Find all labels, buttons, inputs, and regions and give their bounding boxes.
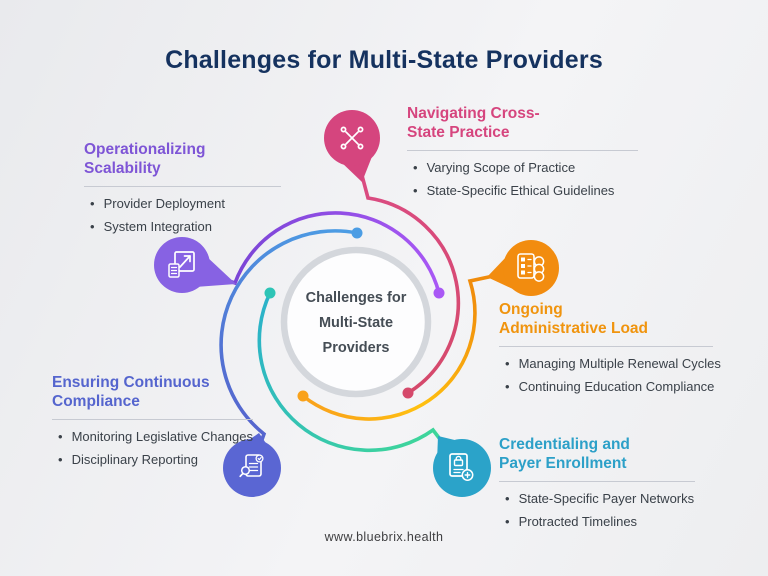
heading-line: Navigating Cross- (407, 105, 540, 122)
bullet-text: Protracted Timelines (518, 514, 638, 529)
document-search-icon (239, 454, 264, 478)
center-label-line: Challenges for (305, 290, 407, 306)
heading-divider (52, 419, 253, 420)
page-title: Challenges for Multi-State Providers (165, 46, 603, 74)
section-heading: Ensuring Continuous Compliance (52, 373, 253, 411)
heading-line: Administrative Load (499, 320, 648, 337)
heading-line: Payer Enrollment (499, 455, 627, 472)
heading-divider (407, 150, 638, 151)
heading-line: Credentialing and (499, 436, 630, 453)
section-admin-load: Ongoing Administrative Load Managing Mul… (499, 300, 721, 402)
bullet-item: Disciplinary Reporting (58, 452, 253, 467)
heading-line: Ongoing (499, 301, 563, 318)
bullet-text: Monitoring Legislative Changes (71, 429, 253, 444)
heading-line: Operationalizing (84, 141, 206, 158)
admin-load-end-dot (297, 390, 309, 402)
bullet-item: State-Specific Ethical Guidelines (413, 183, 638, 198)
document-add-icon (449, 453, 474, 481)
bullet-text: State-Specific Ethical Guidelines (426, 183, 615, 198)
admin-load-bubble (487, 240, 559, 296)
section-heading: Operationalizing Scalability (84, 140, 281, 178)
compliance-end-dot (351, 227, 363, 239)
bullet-text: State-Specific Payer Networks (518, 491, 695, 506)
section-heading: Credentialing and Payer Enrollment (499, 435, 695, 473)
network-spread-icon (340, 126, 364, 150)
bullet-item: Continuing Education Compliance (505, 379, 715, 394)
section-heading: Ongoing Administrative Load (499, 300, 713, 338)
cross-state-bubble (324, 110, 380, 182)
bullet-text: Managing Multiple Renewal Cycles (518, 356, 721, 371)
center-circle (280, 246, 432, 398)
heading-line: State Practice (407, 124, 510, 141)
bullet-item: State-Specific Payer Networks (505, 491, 695, 506)
bullet-text: System Integration (103, 219, 212, 234)
heading-line: Ensuring Continuous (52, 374, 210, 391)
center-circle-label: Challenges for Multi-State Providers (286, 286, 426, 361)
scalability-arc (180, 211, 441, 295)
bullet-item: Varying Scope of Practice (413, 160, 638, 175)
heading-divider (499, 346, 713, 347)
heading-line: Scalability (84, 160, 161, 177)
credentialing-arc (257, 291, 464, 470)
bullet-list: Varying Scope of Practice State-Specific… (407, 160, 638, 198)
bullet-list: Provider Deployment System Integration (84, 196, 281, 234)
bullet-item: Monitoring Legislative Changes (58, 429, 253, 444)
compliance-arc (219, 229, 359, 470)
center-label-line: Multi-State (318, 315, 394, 331)
scalability-end-dot (433, 287, 445, 299)
bullet-text: Disciplinary Reporting (71, 452, 199, 467)
records-coins-icon (517, 253, 545, 282)
heading-divider (499, 481, 695, 482)
section-scalability: Operationalizing Scalability Provider De… (84, 140, 281, 242)
bullet-item: Managing Multiple Renewal Cycles (505, 356, 721, 371)
bullet-text: Provider Deployment (103, 196, 225, 211)
bullet-list: State-Specific Payer Networks Protracted… (499, 491, 695, 529)
bullet-item: System Integration (90, 219, 281, 234)
bullet-text: Continuing Education Compliance (518, 379, 715, 394)
expand-arrow-icon (168, 251, 195, 278)
credentialing-bubble (433, 436, 491, 497)
scalability-bubble (154, 237, 236, 293)
admin-load-arc (301, 266, 533, 421)
credentialing-end-dot (264, 287, 276, 299)
center-label-line: Providers (322, 340, 390, 356)
heading-divider (84, 186, 281, 187)
cross-state-arc (350, 136, 461, 395)
bullet-list: Managing Multiple Renewal Cycles Continu… (499, 356, 721, 394)
section-heading: Navigating Cross- State Practice (407, 104, 638, 142)
section-cross-state: Navigating Cross- State Practice Varying… (407, 104, 638, 206)
cross-state-end-dot (402, 387, 414, 399)
bullet-list: Monitoring Legislative Changes Disciplin… (52, 429, 253, 467)
bullet-item: Provider Deployment (90, 196, 281, 211)
section-compliance: Ensuring Continuous Compliance Monitorin… (52, 373, 253, 475)
bullet-item: Protracted Timelines (505, 514, 695, 529)
heading-line: Compliance (52, 393, 140, 410)
section-credentialing: Credentialing and Payer Enrollment State… (499, 435, 695, 537)
website-url: www.bluebrix.health (324, 530, 444, 544)
bullet-text: Varying Scope of Practice (426, 160, 576, 175)
